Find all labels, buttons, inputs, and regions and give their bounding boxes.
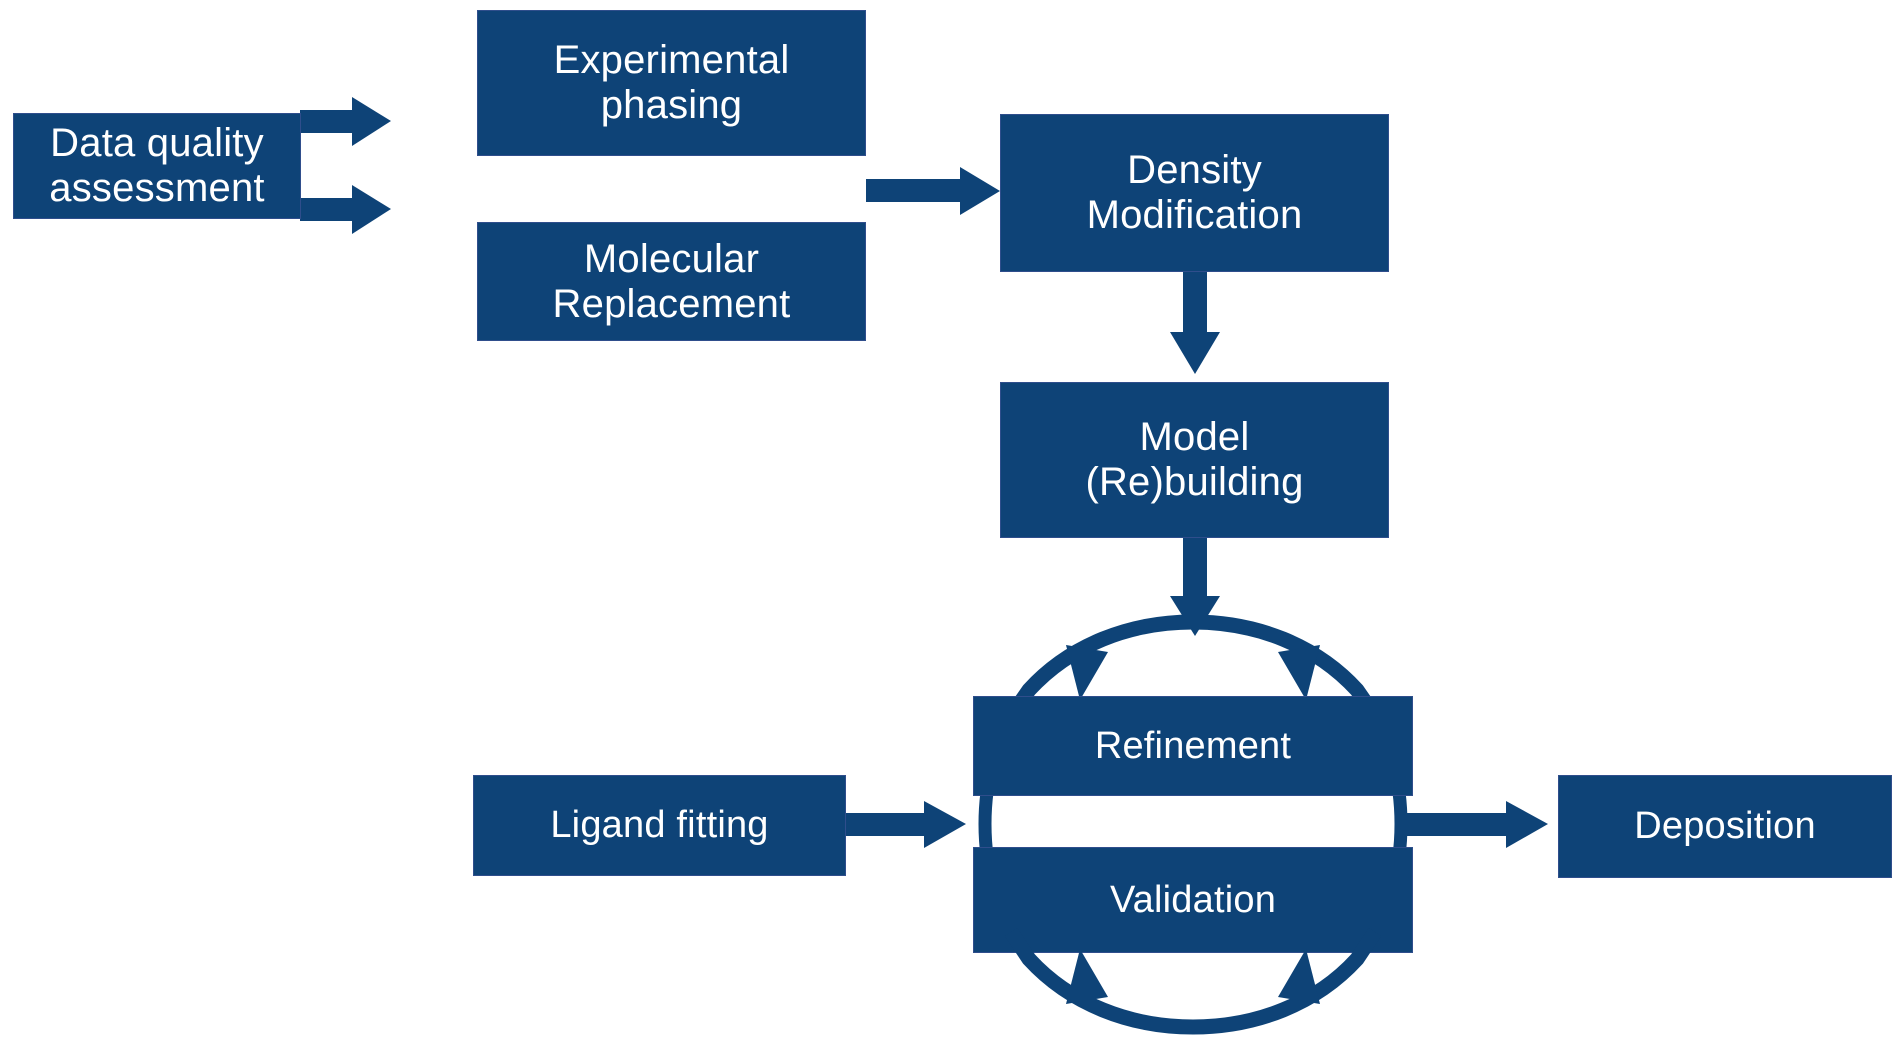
node-validation[interactable]: Validation	[973, 847, 1413, 953]
arrow-ligand-fitting-to-cycle	[846, 801, 966, 848]
node-experimental-phasing[interactable]: Experimental phasing	[477, 10, 866, 156]
arrow-cycle-to-deposition	[1405, 801, 1548, 848]
arrow-data-quality-to-molecular-replacement	[300, 185, 391, 234]
node-data-quality-assessment[interactable]: Data quality assessment	[13, 113, 301, 219]
arrow-phasing-to-density-modification	[866, 167, 1000, 215]
node-molecular-replacement[interactable]: Molecular Replacement	[477, 222, 866, 341]
arrow-density-modification-to-model-rebuilding	[1170, 272, 1220, 374]
node-refinement[interactable]: Refinement	[973, 696, 1413, 796]
node-deposition[interactable]: Deposition	[1558, 775, 1892, 878]
node-model-rebuilding[interactable]: Model (Re)building	[1000, 382, 1389, 538]
arrow-data-quality-to-experimental-phasing	[300, 97, 391, 146]
node-ligand-fitting[interactable]: Ligand fitting	[473, 775, 846, 876]
node-density-modification[interactable]: Density Modification	[1000, 114, 1389, 272]
arrow-model-rebuilding-to-cycle	[1170, 538, 1220, 636]
